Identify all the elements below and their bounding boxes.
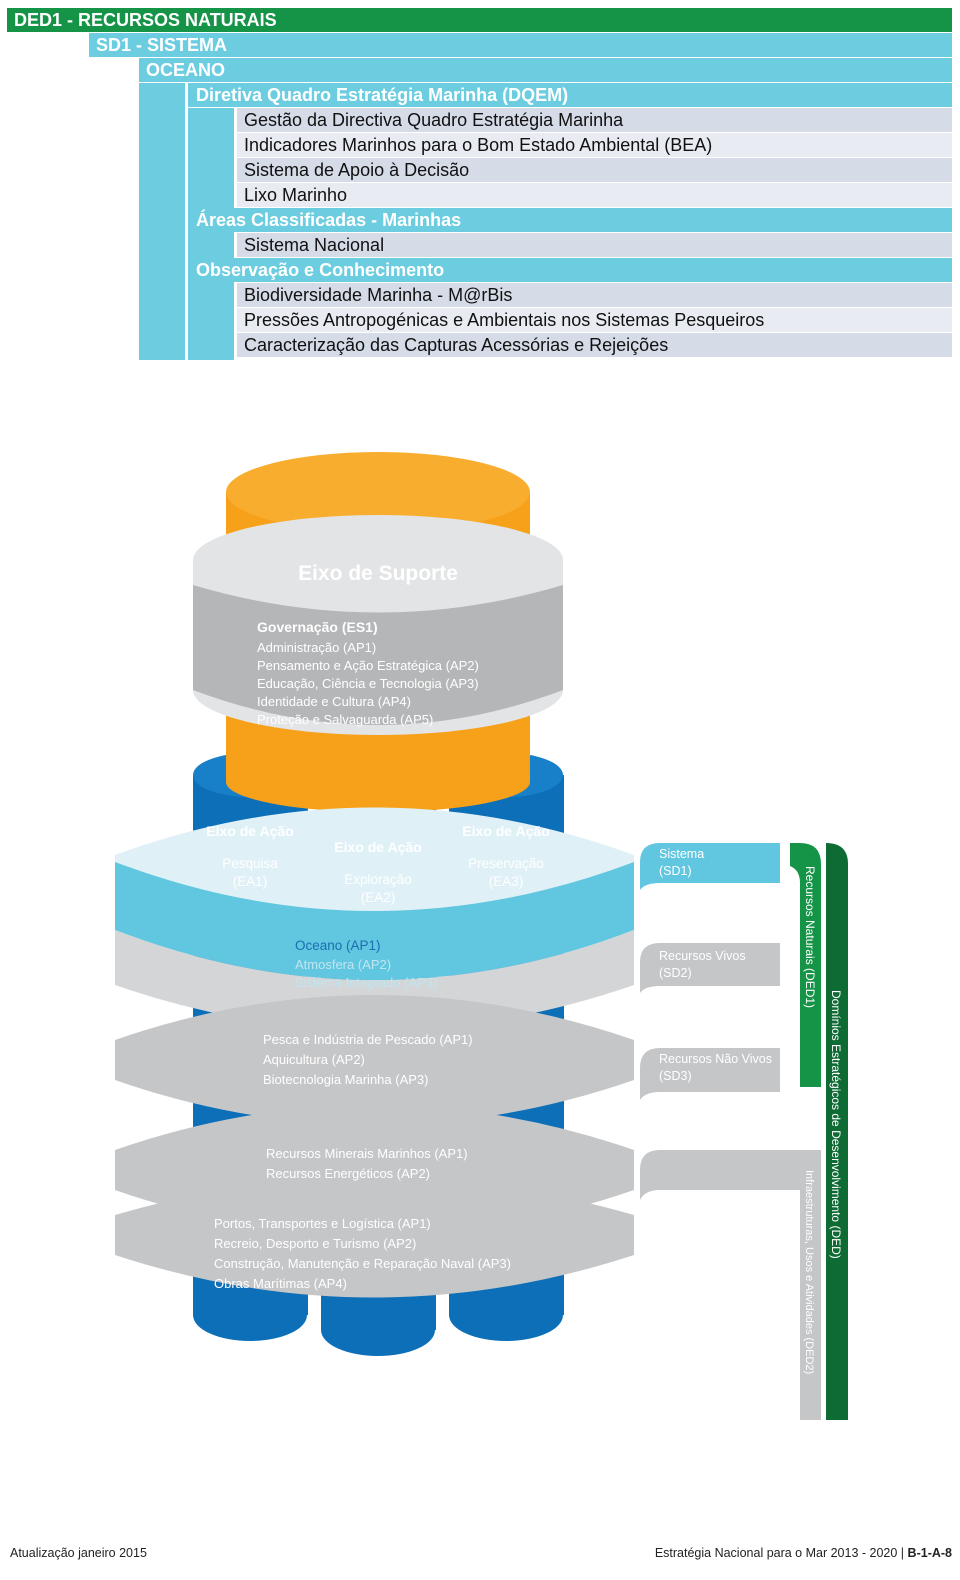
ring-infrastructure bbox=[115, 1177, 634, 1298]
sd3-panel bbox=[640, 1048, 780, 1100]
ded2-panel bbox=[640, 1150, 800, 1200]
sd1-panel bbox=[640, 843, 780, 890]
column-name-label: Pesquisa bbox=[222, 856, 278, 871]
sd2-label: Recursos Vivos bbox=[659, 949, 746, 963]
indent-strip-1 bbox=[139, 83, 185, 360]
ded2-bar bbox=[800, 1150, 821, 1420]
list-item: Pressões Antropogénicas e Ambientais nos… bbox=[237, 308, 952, 332]
indent-strip-2 bbox=[188, 108, 234, 360]
support-line: Educação, Ciência e Tecnologia (AP3) bbox=[257, 676, 479, 691]
footer-title: Estratégia Nacional para o Mar 2013 - 20… bbox=[654, 1546, 905, 1560]
support-line: Administração (AP1) bbox=[257, 640, 376, 655]
list-item: Sistema Nacional bbox=[237, 233, 952, 257]
ring-infra-line: Construção, Manutenção e Reparação Naval… bbox=[214, 1256, 511, 1271]
support-ring bbox=[193, 515, 563, 735]
sd3-code: (SD3) bbox=[659, 1069, 692, 1083]
ring-infra-line: Recreio, Desporto e Turismo (AP2) bbox=[214, 1236, 416, 1251]
domain-header: DED1 - RECURSOS NATURAIS bbox=[7, 8, 952, 32]
sd1-code: (SD1) bbox=[659, 864, 692, 878]
ring-living-line: Pesca e Indústria de Pescado (AP1) bbox=[263, 1032, 473, 1047]
column-axis-label: Eixo de Ação bbox=[462, 823, 549, 839]
section-title: Áreas Classificadas - Marinhas bbox=[188, 208, 952, 232]
ring-nonliving-line: Recursos Minerais Marinhos (AP1) bbox=[266, 1146, 468, 1161]
ring-ocean-highlight: Oceano (AP1) bbox=[295, 938, 381, 953]
strategy-diagram: Eixo de Suporte Governação (ES1) Adminis… bbox=[115, 452, 848, 1420]
sd3-label: Recursos Não Vivos bbox=[659, 1052, 772, 1066]
list-item: Biodiversidade Marinha - M@rBis bbox=[237, 283, 952, 307]
subdomain-header: SD1 - SISTEMA bbox=[89, 33, 952, 57]
ring-infra-line: Portos, Transportes e Logística (AP1) bbox=[214, 1216, 431, 1231]
support-heading: Governação (ES1) bbox=[257, 619, 378, 635]
system-header: OCEANO bbox=[139, 58, 952, 82]
column-axis-label: Eixo de Ação bbox=[206, 823, 293, 839]
section-title: Diretiva Quadro Estratégia Marinha (DQEM… bbox=[188, 83, 952, 107]
column-code-label: (EA1) bbox=[233, 874, 268, 889]
list-item: Gestão da Directiva Quadro Estratégia Ma… bbox=[237, 108, 952, 132]
sd1-label: Sistema bbox=[659, 847, 704, 861]
support-line: Proteção e Salvaguarda (AP5) bbox=[257, 712, 433, 727]
column-axis-label: Eixo de Ação bbox=[334, 839, 421, 855]
list-item: Caracterização das Capturas Acessórias e… bbox=[237, 333, 952, 357]
footer-left: Atualização janeiro 2015 bbox=[10, 1546, 147, 1560]
ring-living-line: Biotecnologia Marinha (AP3) bbox=[263, 1072, 428, 1087]
ring-ocean bbox=[115, 807, 634, 1030]
column-code-label: (EA3) bbox=[489, 874, 524, 889]
ring-infra-line: Obras Marítimas (AP4) bbox=[214, 1276, 347, 1291]
ded1-label: Recursos Naturais (DED1) bbox=[803, 866, 817, 1008]
ring-living-resources bbox=[115, 995, 634, 1125]
section-title: Observação e Conhecimento bbox=[188, 258, 952, 282]
side-legend bbox=[640, 843, 848, 1420]
column-code-label: (EA2) bbox=[361, 890, 396, 905]
column-name-label: Exploração bbox=[344, 872, 412, 887]
ring-nonliving-line: Recursos Energéticos (AP2) bbox=[266, 1166, 430, 1181]
ring-living-line: Aquicultura (AP2) bbox=[263, 1052, 365, 1067]
sd2-code: (SD2) bbox=[659, 966, 692, 980]
support-line: Identidade e Cultura (AP4) bbox=[257, 694, 411, 709]
ded1-bar bbox=[790, 843, 821, 1087]
list-item: Indicadores Marinhos para o Bom Estado A… bbox=[237, 133, 952, 157]
ring-ocean-line: Atmosfera (AP2) bbox=[295, 957, 391, 972]
ded-bar bbox=[826, 843, 848, 1420]
list-item: Lixo Marinho bbox=[237, 183, 952, 207]
ded2-label: Infraestruturas, Usos e Atividades (DED2… bbox=[803, 1170, 815, 1374]
sd2-panel bbox=[640, 943, 780, 993]
ded-label: Domínios Estratégicos de Desenvolvimento… bbox=[829, 990, 843, 1259]
column-name-label: Preservação bbox=[468, 856, 544, 871]
support-line: Pensamento e Ação Estratégica (AP2) bbox=[257, 658, 479, 673]
list-item: Sistema de Apoio à Decisão bbox=[237, 158, 952, 182]
footer-page-code: B-1-A-8 bbox=[907, 1546, 952, 1560]
footer-right: Estratégia Nacional para o Mar 2013 - 20… bbox=[655, 1546, 952, 1560]
support-title: Eixo de Suporte bbox=[298, 562, 458, 585]
ring-ocean-line: Sistema Integrado (AP3) bbox=[295, 975, 437, 990]
